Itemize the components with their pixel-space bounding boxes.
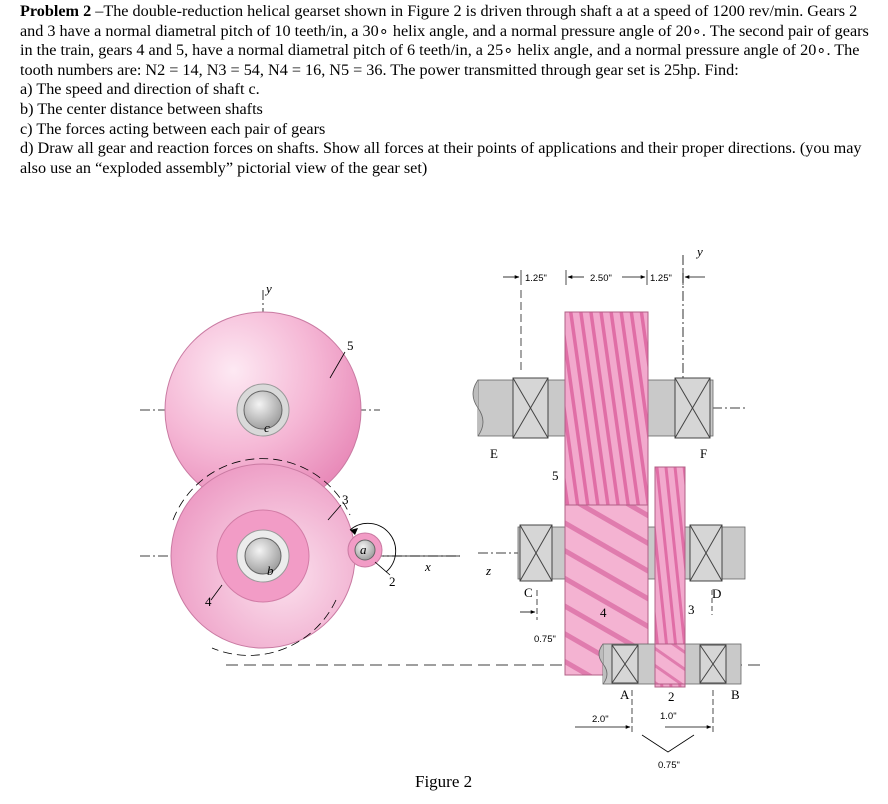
- side-gear-3-label: 3: [688, 602, 695, 617]
- problem-text: –The double-reduction helical gearset sh…: [20, 2, 869, 79]
- leader-4: [210, 584, 223, 601]
- leader-5: [329, 351, 346, 379]
- bearing-B: [699, 644, 727, 684]
- dim-2-0: 2.0": [592, 714, 609, 725]
- rotation-arrow: [349, 522, 397, 573]
- bearing-F: [674, 377, 711, 439]
- bearing-A: [611, 644, 639, 684]
- problem-intro: Problem 2 –The double-reduction helical …: [20, 2, 880, 80]
- question-d: d) Draw all gear and reaction forces on …: [20, 139, 862, 177]
- bearing-D-label: D: [712, 586, 721, 601]
- front-view: y 5 3 2 4 c b a x: [140, 281, 460, 656]
- side-gear-2: [654, 643, 686, 685]
- dim-0-75-c: 0.75": [534, 634, 556, 645]
- problem-statement: Problem 2 –The double-reduction helical …: [20, 2, 880, 178]
- front-gear-4-label: 4: [205, 594, 212, 609]
- front-gear-3-label: 3: [342, 492, 349, 507]
- dim-vee: [641, 734, 695, 753]
- side-gear-2-label: 2: [668, 689, 675, 704]
- bearing-A-label: A: [620, 687, 630, 702]
- side-gear-5-label: 5: [552, 468, 559, 483]
- question-b: b) The center distance between shafts: [20, 99, 263, 118]
- dim-1-0: 1.0": [660, 711, 677, 722]
- question-a: a) The speed and direction of shaft c.: [20, 80, 260, 99]
- bearing-F-label: F: [700, 446, 707, 461]
- shaft-b-label: b: [267, 563, 274, 578]
- side-axis-z-label: z: [485, 563, 491, 578]
- dim-2-50: 2.50": [590, 273, 612, 284]
- dim-0-75-bottom: 0.75": [658, 760, 680, 771]
- bearing-E-label: E: [490, 446, 498, 461]
- bearing-C: [519, 524, 553, 582]
- shaft-b: [244, 537, 282, 575]
- side-gear-4-label: 4: [600, 605, 607, 620]
- bearing-B-label: B: [731, 687, 740, 702]
- figure-caption: Figure 2: [415, 772, 473, 791]
- front-gear-2-label: 2: [389, 574, 396, 589]
- dim-1-25-right: 1.25": [650, 273, 672, 284]
- leader-2: [374, 561, 391, 576]
- shaft-c-label: c: [264, 420, 270, 435]
- front-axis-x-label: x: [424, 559, 431, 574]
- side-axis-y-label: y: [695, 244, 703, 259]
- leader-3: [327, 504, 342, 521]
- front-axis-y-label: y: [264, 281, 272, 296]
- bearing-D: [689, 524, 723, 582]
- dim-1-25-left: 1.25": [525, 273, 547, 284]
- rotation-arrowhead: [350, 528, 358, 535]
- shaft-a-label: a: [360, 542, 367, 557]
- front-gear-5-label: 5: [347, 338, 354, 353]
- bearing-E: [512, 377, 549, 439]
- shaft-c: [243, 390, 283, 430]
- shaft-a-break: [598, 643, 608, 685]
- side-view: 1.25" 2.50" 1.25" 0.75" 2.0" 1.0" 0.75" …: [472, 244, 746, 771]
- shaft-a: [354, 539, 376, 561]
- pitch-circle-4: [172, 458, 351, 521]
- pitch-circle-4-lower: [211, 599, 337, 656]
- bearing-C-label: C: [524, 585, 533, 600]
- question-c: c) The forces acting between each pair o…: [20, 119, 326, 138]
- shaft-c-break: [472, 379, 484, 437]
- problem-title: Problem 2: [20, 2, 92, 20]
